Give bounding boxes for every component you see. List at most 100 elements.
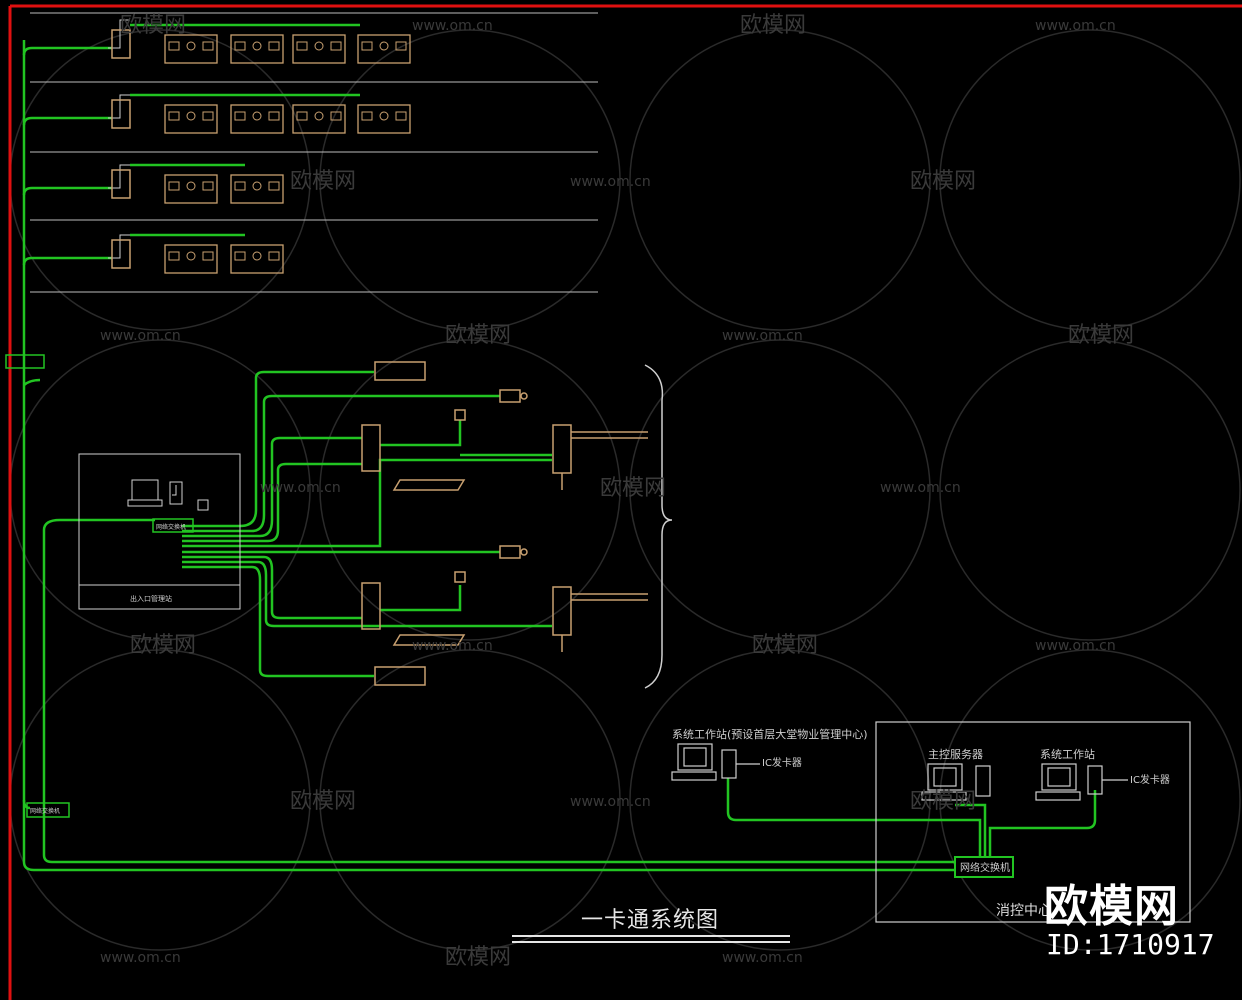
svg-text:欧模网: 欧模网 [130,633,196,658]
door-lock [395,41,407,51]
svg-text:www.om.cn: www.om.cn [412,638,493,654]
workstation-top-label: 系统工作站(预设首层大堂物业管理中心) [672,727,868,741]
device-links [108,19,177,496]
door-device-group [230,174,284,204]
brand-logo-text: 欧模网 [1044,881,1179,932]
svg-text:www.om.cn: www.om.cn [100,328,181,344]
svg-text:欧模网: 欧模网 [120,13,186,38]
exit-button [186,41,196,51]
door-lock [268,41,280,51]
card-reader [168,181,180,191]
floor-lines [30,12,598,293]
trunk-box-top [5,354,45,369]
svg-text:www.om.cn: www.om.cn [570,794,651,810]
main-server-label: 主控服务器 [928,747,983,761]
management-room [78,453,241,610]
card-reader [296,111,308,121]
exit-button [314,41,324,51]
door-device-group [292,104,346,134]
card-reader [361,111,373,121]
svg-text:www.om.cn: www.om.cn [100,950,181,966]
right-system [671,721,1191,923]
net-box-bottom-label: 网络交换机 [30,807,60,815]
svg-text:欧模网: 欧模网 [290,169,356,194]
fire-control-center-label: 消控中心 [996,903,1052,919]
card-reader [234,41,246,51]
reader-right-label: IC发卡器 [1130,773,1170,786]
door-device-group [230,104,284,134]
net-box-label: 网络交换机 [156,523,186,531]
door-device-group [292,34,346,64]
watermark-text: 欧模网 www.om.cn 欧模网 www.om.cn 欧模网 www.om.c… [100,13,1134,970]
workstation-right-label: 系统工作站 [1040,747,1095,761]
reader-top-label: IC发卡器 [762,756,802,769]
exit-button [252,41,262,51]
card-reader [168,41,180,51]
door-lock [330,41,342,51]
card-reader [168,251,180,261]
exit-button [379,41,389,51]
main-switch [954,856,1014,878]
title-underline-double [512,941,790,943]
exit-button [314,111,324,121]
card-reader [361,41,373,51]
svg-text:www.om.cn: www.om.cn [570,174,651,190]
parking-bracket [644,364,673,689]
floor-controller [111,169,131,199]
svg-text:欧模网: 欧模网 [1068,323,1134,348]
floor-controller [111,29,131,59]
card-reader [234,111,246,121]
door-lock [202,111,214,121]
door-lock [202,251,214,261]
switch-label: 网络交换机 [960,861,1010,874]
floor-controller [111,239,131,269]
network-wiring [22,23,1097,872]
door-lock [202,181,214,191]
exit-button [252,111,262,121]
svg-text:www.om.cn: www.om.cn [412,18,493,34]
exit-center-label: 出入口管理站 [130,594,172,603]
floor-devices [111,29,411,274]
door-device-group [357,104,411,134]
card-reader [296,41,308,51]
door-device-group [164,34,218,64]
svg-text:欧模网: 欧模网 [740,13,806,38]
svg-text:www.om.cn: www.om.cn [880,480,961,496]
door-lock [330,111,342,121]
svg-text:欧模网: 欧模网 [290,789,356,814]
svg-text:欧模网: 欧模网 [752,633,818,658]
card-reader [234,251,246,261]
card-reader [234,181,246,191]
floor-controller [111,99,131,129]
svg-text:欧模网: 欧模网 [910,789,976,814]
svg-text:欧模网: 欧模网 [445,323,511,348]
management-switch [152,518,194,533]
door-lock [202,41,214,51]
svg-text:www.om.cn: www.om.cn [260,480,341,496]
door-lock [268,251,280,261]
exit-button [379,111,389,121]
door-device-group [164,174,218,204]
svg-text:欧模网: 欧模网 [600,476,666,501]
svg-text:www.om.cn: www.om.cn [1035,18,1116,34]
svg-text:www.om.cn: www.om.cn [722,328,803,344]
exit-button [186,181,196,191]
svg-text:www.om.cn: www.om.cn [1035,638,1116,654]
door-lock [268,181,280,191]
card-reader [168,111,180,121]
svg-text:欧模网: 欧模网 [445,945,511,970]
door-device-group [357,34,411,64]
door-lock [395,111,407,121]
door-device-group [230,34,284,64]
exit-button [252,181,262,191]
title-underline [512,935,790,937]
exit-button [186,111,196,121]
brand-id-text: ID:1710917 [1046,928,1215,961]
trunk-box-bottom [26,802,70,818]
door-device-group [164,104,218,134]
exit-button [186,251,196,261]
exit-button [252,251,262,261]
svg-text:www.om.cn: www.om.cn [722,950,803,966]
door-lock [268,111,280,121]
